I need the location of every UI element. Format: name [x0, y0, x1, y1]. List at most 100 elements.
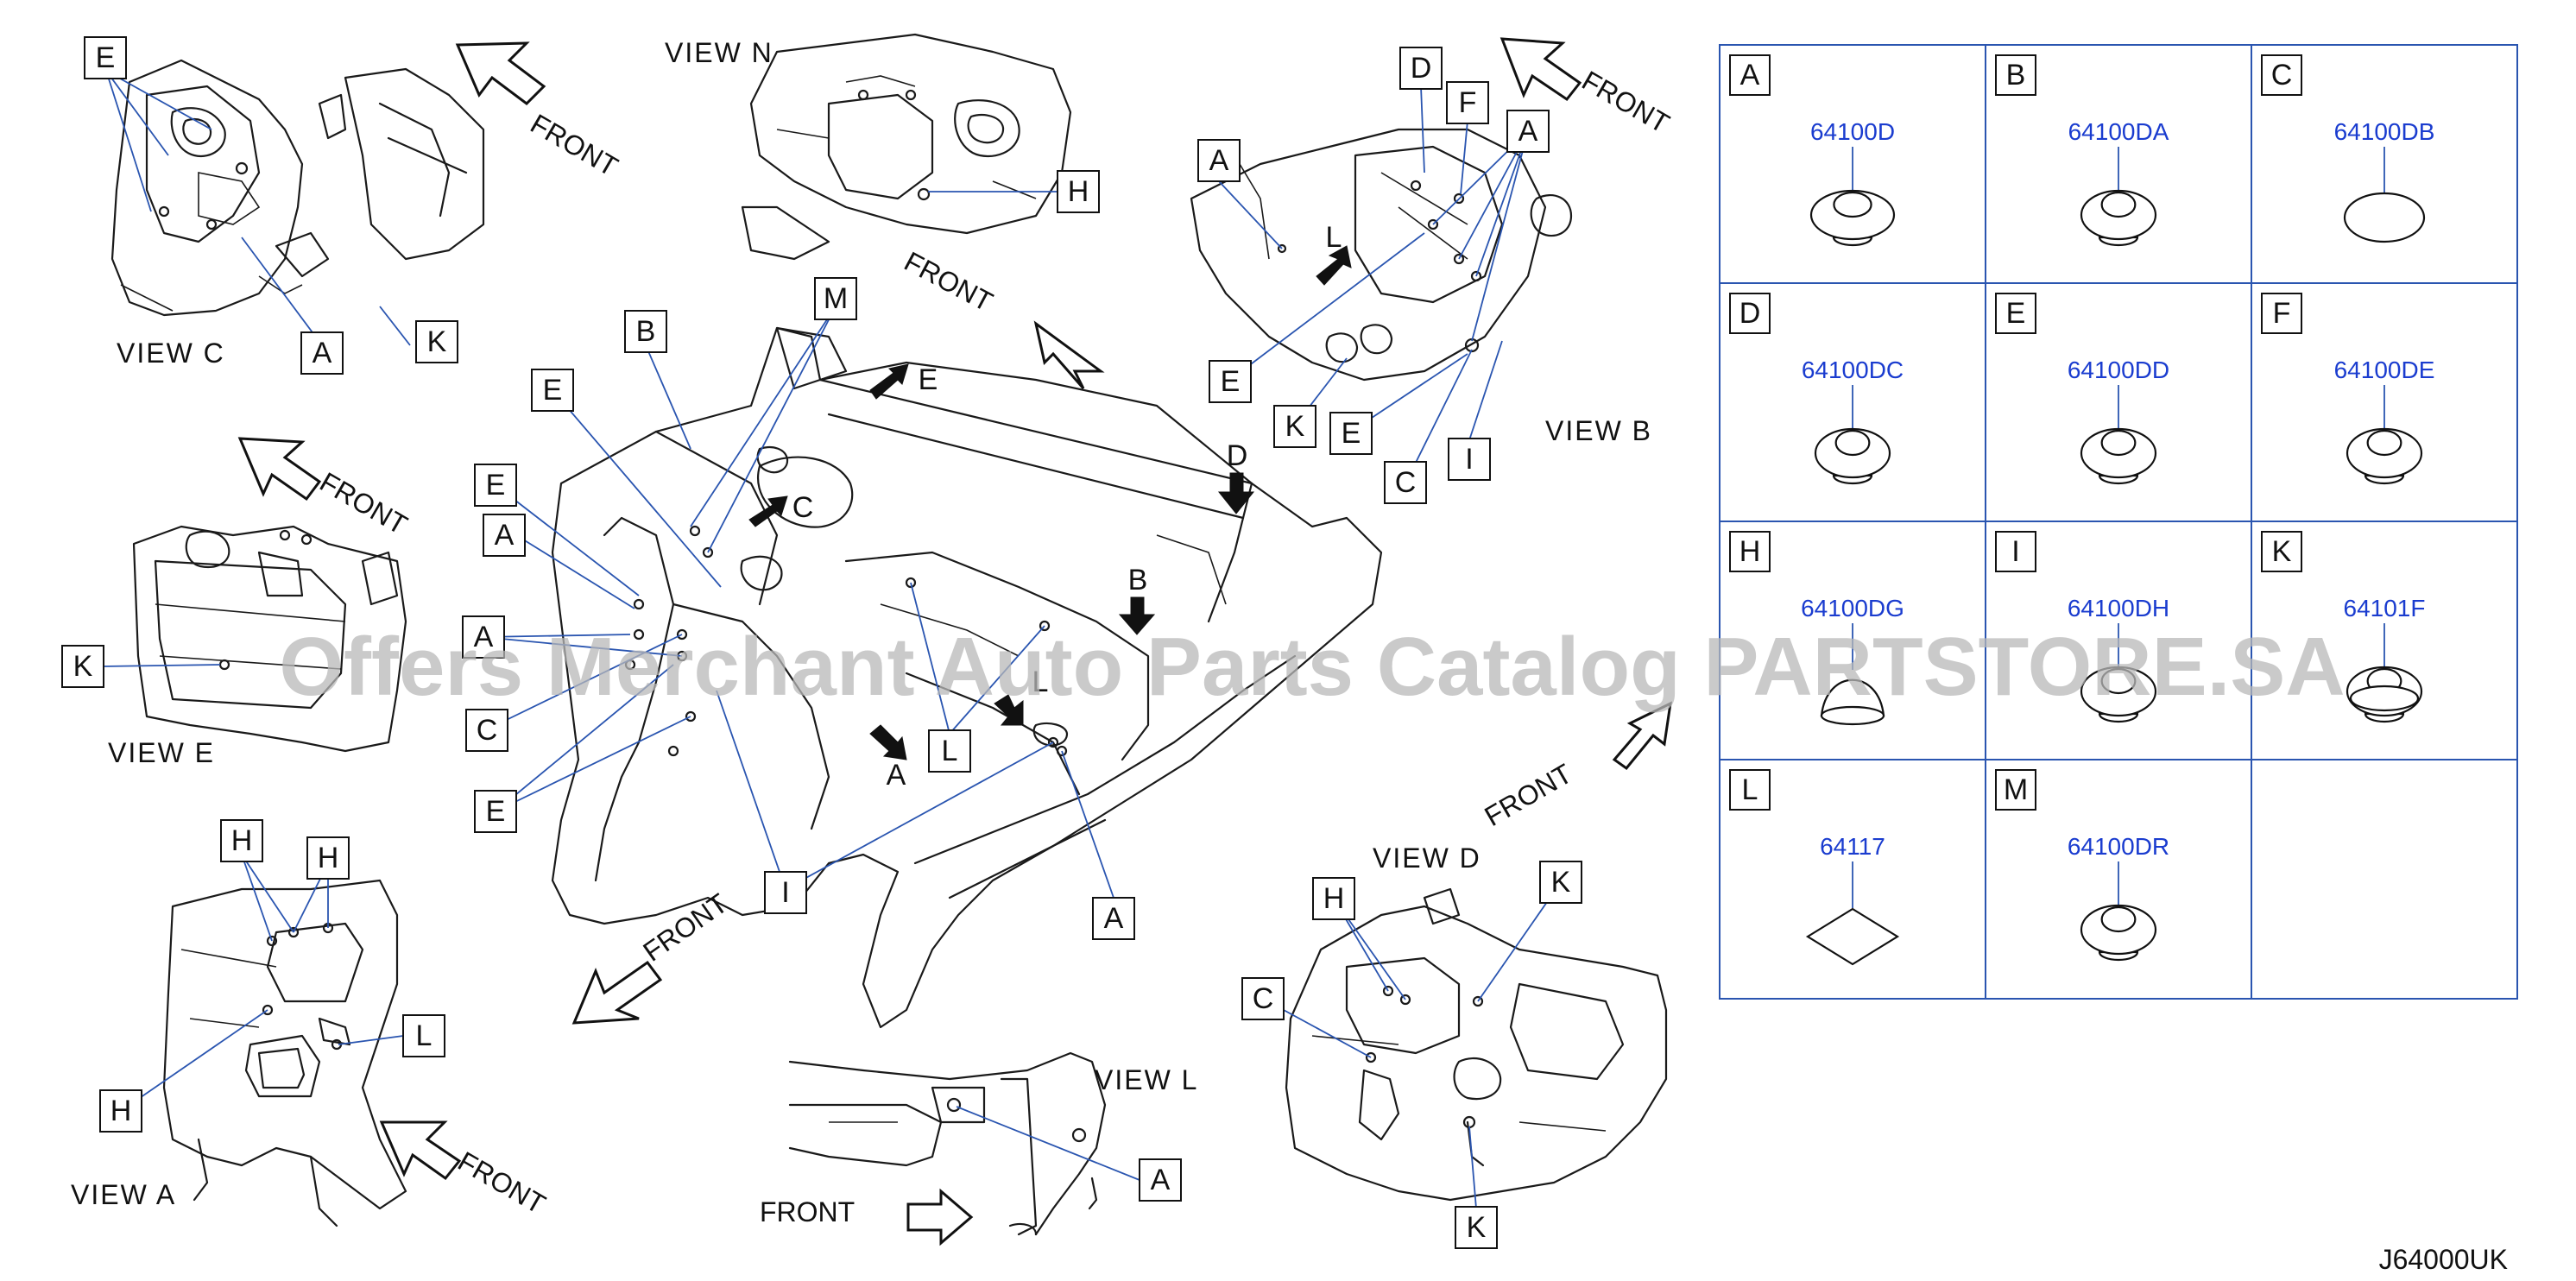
callout-a-view-b-left[interactable]: A [1197, 139, 1241, 182]
callout-h-view-a-bottom[interactable]: H [99, 1089, 142, 1133]
part-cell-k[interactable]: K 64101F [2261, 531, 2426, 723]
svg-text:H: H [318, 842, 339, 874]
svg-text:K: K [1285, 410, 1305, 443]
callout-f-view-b[interactable]: F [1446, 81, 1489, 124]
svg-text:K: K [73, 650, 93, 683]
svg-text:B: B [1128, 564, 1148, 596]
callout-a-main-right[interactable]: A [1092, 897, 1135, 940]
svg-text:A: A [474, 621, 494, 653]
callout-c-main[interactable]: C [465, 709, 508, 752]
callout-d-view-b[interactable]: D [1399, 47, 1443, 90]
svg-text:E: E [486, 469, 506, 502]
svg-text:I: I [781, 876, 789, 909]
front-arrow-view-a: FRONT [379, 1120, 551, 1220]
callout-k-view-d-top[interactable]: K [1539, 861, 1582, 904]
callout-k-view-b[interactable]: K [1273, 405, 1316, 448]
part-number: 64100DB [2334, 118, 2435, 145]
callout-k-view-e[interactable]: K [61, 645, 104, 688]
callout-a-main-lower[interactable]: A [462, 615, 505, 659]
part-number: 64100D [1810, 118, 1895, 145]
grommet-icon [2080, 666, 2157, 723]
callout-a-view-b-right[interactable]: A [1506, 110, 1550, 153]
callout-a-main-upper[interactable]: A [483, 514, 526, 557]
part-cell-letter: M [2004, 773, 2028, 806]
callout-c-view-b[interactable]: C [1384, 461, 1427, 504]
grommet-flange-icon [2346, 666, 2423, 723]
svg-text:C: C [1395, 466, 1417, 499]
part-cell-letter: K [2272, 535, 2292, 568]
callout-e-main-mid[interactable]: E [474, 464, 517, 507]
oval-icon [2343, 192, 2426, 243]
view-c-callouts: E A K VIEW C FRONT [84, 36, 623, 375]
view-d-sketch [1285, 887, 1668, 1202]
callout-h-view-a-top-right[interactable]: H [306, 836, 350, 880]
dome-plug-icon [1820, 678, 1885, 726]
part-number: 64100DH [2068, 595, 2169, 622]
callout-h-view-a-top-left[interactable]: H [220, 819, 263, 862]
callout-k-view-c[interactable]: K [415, 320, 458, 363]
callout-m-main[interactable]: M [814, 277, 857, 320]
callout-e-view-b-left[interactable]: E [1209, 360, 1252, 403]
part-cell-letter: B [2006, 59, 2026, 92]
callout-e-view-b-right[interactable]: E [1329, 412, 1373, 455]
svg-text:H: H [1323, 882, 1345, 915]
view-d-callouts: H K C K VIEW D FRONT [1241, 701, 1672, 1249]
grommet-wide-icon [1809, 189, 1896, 247]
svg-text:D: D [1411, 52, 1432, 85]
callout-e-main-lower[interactable]: E [474, 790, 517, 833]
svg-text:K: K [1467, 1211, 1487, 1244]
svg-text:FRONT: FRONT [1480, 758, 1577, 832]
front-arrow-view-d: FRONT [1480, 701, 1672, 832]
callout-l-main[interactable]: L [928, 729, 971, 773]
svg-text:D: D [1227, 439, 1248, 472]
svg-text:H: H [110, 1095, 132, 1127]
part-number: 64101F [2344, 595, 2426, 622]
callout-i-view-b[interactable]: I [1448, 438, 1491, 481]
svg-text:A: A [1518, 115, 1538, 148]
view-b-sketch [1190, 128, 1573, 382]
callout-e-main-upper[interactable]: E [531, 369, 574, 412]
view-e-callouts: K VIEW E FRONT [61, 437, 413, 768]
svg-text:A: A [1151, 1164, 1171, 1196]
view-b-solid-arrow [1316, 245, 1352, 286]
svg-text:FRONT: FRONT [453, 1145, 551, 1220]
callout-c-view-d[interactable]: C [1241, 977, 1285, 1020]
part-number: 64100DG [1801, 595, 1904, 622]
svg-text:L: L [942, 735, 958, 767]
main-assembly-callouts: B M E E A A C E I L A E C D B A [462, 277, 1255, 1025]
svg-text:E: E [1342, 417, 1361, 450]
view-a-label: VIEW A [71, 1179, 176, 1210]
view-b-callouts: D F A A L E K E C I VIEW B FRONT [1197, 37, 1675, 504]
callout-k-view-d-bottom[interactable]: K [1455, 1206, 1498, 1249]
view-arrow-b: B [1118, 564, 1156, 635]
svg-text:A: A [887, 759, 906, 792]
view-c-sketch [110, 59, 485, 317]
callout-l-view-a[interactable]: L [402, 1014, 445, 1057]
callout-h-view-d[interactable]: H [1312, 877, 1355, 920]
callout-h-view-n[interactable]: H [1057, 170, 1100, 213]
callout-a-view-c[interactable]: A [300, 331, 344, 375]
callout-e-view-c[interactable]: E [84, 36, 127, 79]
svg-text:FRONT: FRONT [760, 1196, 855, 1227]
svg-text:A: A [495, 519, 515, 552]
view-c-label: VIEW C [117, 338, 225, 369]
svg-text:A: A [313, 337, 332, 369]
callout-a-view-l[interactable]: A [1139, 1158, 1182, 1202]
view-l-sketch [788, 1051, 1107, 1236]
svg-text:FRONT: FRONT [900, 245, 998, 318]
callout-b-main[interactable]: B [624, 310, 667, 353]
callout-i-main[interactable]: I [764, 871, 807, 914]
part-cell-letter: D [1739, 297, 1761, 330]
view-b-arrow-letter-l: L [1326, 221, 1342, 254]
